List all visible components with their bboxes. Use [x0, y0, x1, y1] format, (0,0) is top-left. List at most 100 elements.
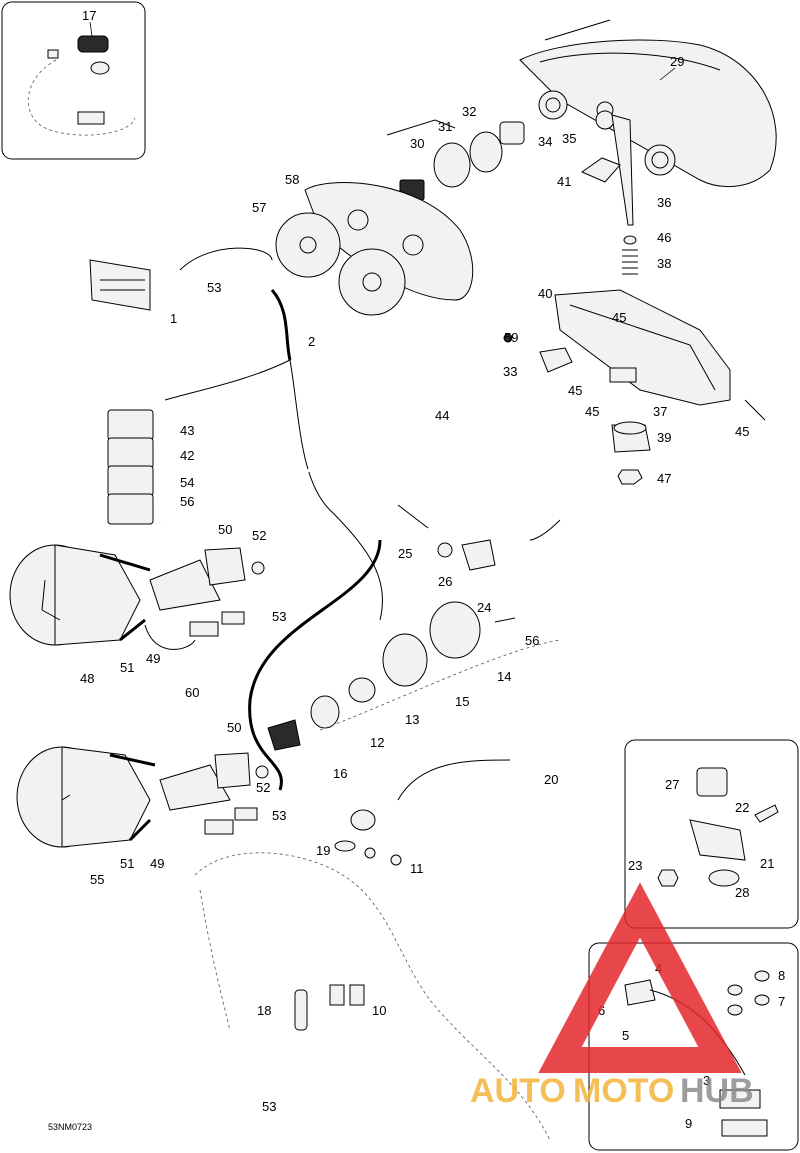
callout-29: 29 — [670, 54, 684, 69]
callout-46: 46 — [657, 230, 671, 245]
callout-53: 53 — [262, 1099, 276, 1114]
callout-50: 50 — [227, 720, 241, 735]
gauge-sender-parts — [624, 970, 770, 1137]
callout-27: 27 — [665, 777, 679, 792]
callout-45: 45 — [612, 310, 626, 325]
callout-42: 42 — [180, 448, 194, 463]
callout-17: 17 — [82, 8, 96, 23]
callout-16: 16 — [333, 766, 347, 781]
callout-3: 3 — [703, 1073, 710, 1088]
callout-52: 52 — [256, 780, 270, 795]
callout-14: 14 — [497, 669, 511, 684]
diagram-code: 53NM0723 — [48, 1122, 92, 1132]
gauge-support-bracket — [539, 289, 766, 421]
wire-connectors — [144, 611, 258, 835]
inset-box-ignition-key — [1, 1, 146, 160]
speedometer-cable-inner — [164, 428, 594, 527]
toggle-switches — [329, 847, 402, 1006]
ignition-switch-parts — [267, 601, 516, 751]
callout-54: 54 — [180, 475, 194, 490]
callout-40: 40 — [538, 286, 552, 301]
callout-41: 41 — [557, 174, 571, 189]
callout-45: 45 — [568, 383, 582, 398]
callout-21: 21 — [760, 856, 774, 871]
callout-56: 56 — [525, 633, 539, 648]
callout-11: 11 — [410, 861, 424, 876]
gauge-gaskets — [275, 182, 474, 316]
ignition-key-assembly — [27, 21, 136, 136]
callout-49: 49 — [146, 651, 160, 666]
instrument-support — [519, 19, 777, 188]
callout-6: 6 — [598, 1003, 605, 1018]
callout-49: 49 — [150, 856, 164, 871]
callout-5: 5 — [622, 1028, 629, 1043]
watermark-text-moto: MOTO — [573, 1072, 674, 1110]
callout-44: 44 — [435, 408, 449, 423]
callout-45: 45 — [585, 404, 599, 419]
callout-32: 32 — [462, 104, 476, 119]
callout-45: 45 — [735, 424, 749, 439]
callout-31: 31 — [438, 119, 452, 134]
callout-7: 7 — [778, 994, 785, 1009]
callout-38: 38 — [657, 256, 671, 271]
callout-1: 1 — [170, 311, 177, 326]
hull-outline — [194, 852, 551, 1141]
mounting-knob — [503, 333, 651, 485]
retainer — [580, 157, 621, 183]
pilot-lamp-parts — [386, 110, 615, 201]
safety-lanyard — [294, 759, 511, 1031]
automotohub-watermark: AUTO MOTO HUB — [470, 882, 754, 1110]
cable-fittings — [397, 504, 496, 571]
callout-53: 53 — [272, 808, 286, 823]
sensor-bracket-parts — [657, 767, 779, 887]
callout-60: 60 — [185, 685, 199, 700]
callout-30: 30 — [410, 136, 424, 151]
callout-28: 28 — [735, 885, 749, 900]
callout-25: 25 — [398, 546, 412, 561]
callout-15: 15 — [455, 694, 469, 709]
rocker-switches — [107, 409, 154, 525]
callout-35: 35 — [562, 131, 576, 146]
inset-box-gauge-sender — [588, 942, 799, 1151]
callout-34: 34 — [538, 134, 552, 149]
callout-57: 57 — [252, 200, 266, 215]
speedometer-gauge — [16, 746, 269, 848]
callout-26: 26 — [438, 574, 452, 589]
callout-37: 37 — [653, 404, 667, 419]
callout-52: 52 — [252, 528, 266, 543]
callout-55: 55 — [90, 872, 104, 887]
callout-59: 59 — [504, 330, 518, 345]
inset-box-sensor-bracket — [624, 739, 799, 929]
callout-58: 58 — [285, 172, 299, 187]
callout-23: 23 — [628, 858, 642, 873]
watermark-text-auto: AUTO — [470, 1072, 566, 1110]
watermark-triangle-logo — [538, 882, 742, 1073]
tachometer-gauge — [9, 544, 265, 646]
callout-43: 43 — [180, 423, 194, 438]
callout-2: 2 — [308, 334, 315, 349]
callout-51: 51 — [120, 660, 134, 675]
callout-9: 9 — [685, 1116, 692, 1131]
callout-53: 53 — [272, 609, 286, 624]
callout-39: 39 — [657, 430, 671, 445]
callout-8: 8 — [778, 968, 785, 983]
callout-47: 47 — [657, 471, 671, 486]
callout-13: 13 — [405, 712, 419, 727]
callout-19: 19 — [316, 843, 330, 858]
callout-56: 56 — [180, 494, 194, 509]
callout-18: 18 — [257, 1003, 271, 1018]
callout-22: 22 — [735, 800, 749, 815]
wiring-harness — [89, 247, 384, 791]
callout-48: 48 — [80, 671, 94, 686]
callout-12: 12 — [370, 735, 384, 750]
hull-outline-inner — [199, 889, 231, 1031]
callout-51: 51 — [120, 856, 134, 871]
callout-53: 53 — [207, 280, 221, 295]
callout-36: 36 — [657, 195, 671, 210]
support-rod — [611, 114, 638, 275]
callout-20: 20 — [544, 772, 558, 787]
callout-33: 33 — [503, 364, 517, 379]
callout-24: 24 — [477, 600, 491, 615]
watermark-text-hub: HUB — [680, 1072, 754, 1110]
